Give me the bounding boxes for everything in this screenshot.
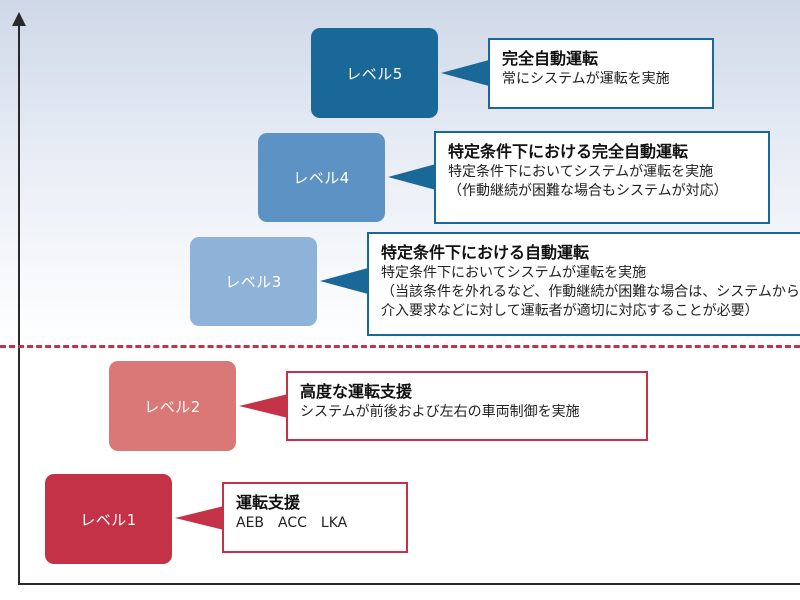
pointer-level4 [388,164,436,190]
level2-title: 高度な運転支援 [300,382,413,401]
level3-line-3: 介入要求などに対して運転者が適切に対応することが必要） [381,303,759,319]
level4-label: レベル4 [293,169,350,187]
level-divider-line [0,345,800,348]
pointer-level3 [320,268,368,294]
pointer-level1 [175,506,224,530]
level3-line-2: （当該条件を外れるなど、作動継続が困難な場合は、システムからの [381,284,800,300]
y-axis-arrowhead [12,12,26,26]
level2-label: レベル2 [144,397,201,416]
pointer-level2 [239,394,288,418]
y-axis [18,22,20,584]
level5-description: 完全自動運転 常にシステムが運転を実施 [488,38,714,109]
level4-line-1: 特定条件下においてシステムが運転を実施 [448,164,714,180]
level3-description: 特定条件下における自動運転 特定条件下においてシステムが運転を実施 （当該条件を… [367,232,800,336]
level2-box: レベル2 [109,361,236,451]
level4-description: 特定条件下における完全自動運転 特定条件下においてシステムが運転を実施 （作動継… [434,131,770,224]
level3-box: レベル3 [190,237,317,326]
level5-label: レベル5 [346,64,403,83]
level4-title: 特定条件下における完全自動運転 [448,142,689,161]
level1-description: 運転支援 AEB ACC LKA [222,482,408,553]
x-axis [18,583,800,585]
level4-line-2: （作動継続が困難な場合もシステムが対応） [448,183,728,199]
level2-description: 高度な運転支援 システムが前後および左右の車両制御を実施 [286,371,648,441]
level1-line-1: AEB ACC LKA [236,515,348,531]
level1-label: レベル1 [80,510,137,529]
level3-title: 特定条件下における自動運転 [381,243,590,262]
pointer-level5 [441,60,489,86]
level1-title: 運転支援 [236,493,301,512]
level3-line-1: 特定条件下においてシステムが運転を実施 [381,265,647,281]
level3-label: レベル3 [225,273,282,291]
level4-box: レベル4 [258,133,385,222]
level5-line-1: 常にシステムが運転を実施 [502,71,670,87]
level1-box: レベル1 [45,474,172,564]
level5-title: 完全自動運転 [502,49,599,68]
level5-box: レベル5 [311,28,438,118]
level2-line-1: システムが前後および左右の車両制御を実施 [300,404,580,420]
